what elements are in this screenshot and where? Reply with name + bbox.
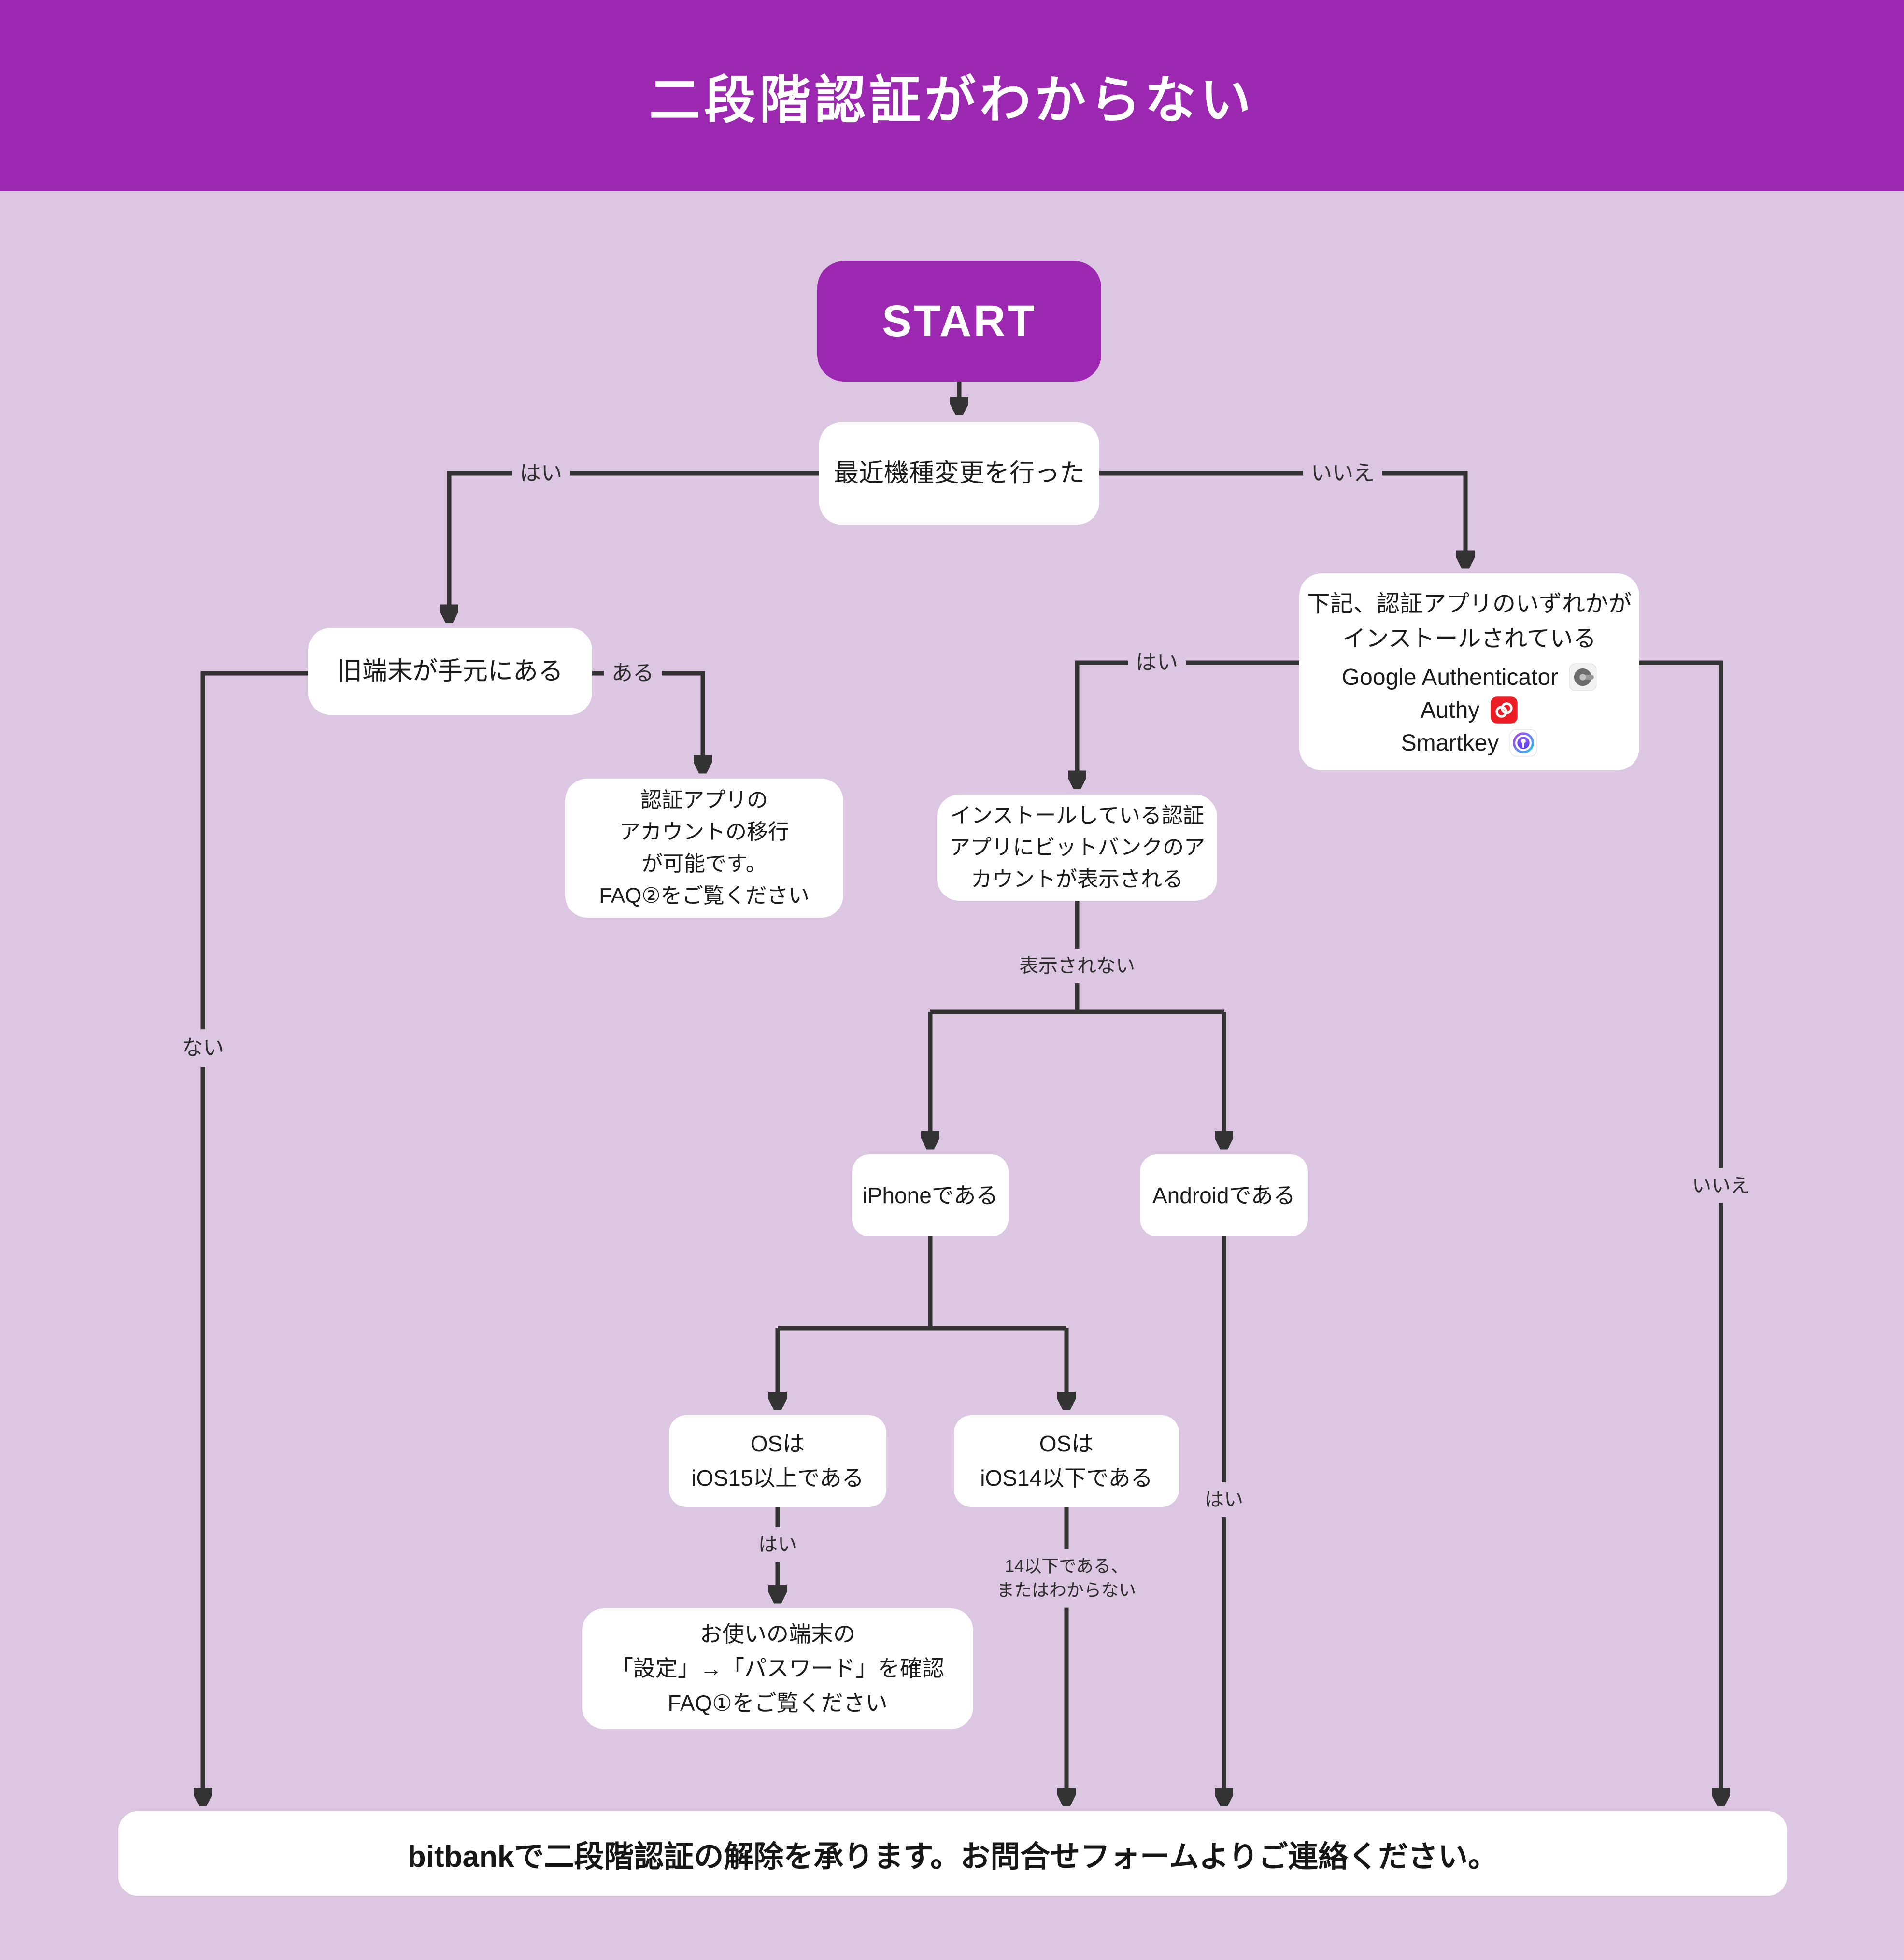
node-old-device-label: 旧端末が手元にある [337,657,563,685]
page-title: 二段階認証がわからない [649,71,1255,129]
node-faq2-text: 認証アプリの アカウントの移行 が可能です。 FAQ②をご覧ください [599,788,810,908]
node-account-displayed-text: インストールしている認証 アプリにビットバンクのア カウントが表示される [949,804,1206,891]
start-node: START [817,261,1101,382]
app-row-google-authenticator: Google Authenticator [1342,663,1597,691]
node-ios15-or-later: OSは iOS15以上である [669,1415,886,1507]
edge-device-change-yes [449,471,819,619]
app-name-smartkey: Smartkey [1401,730,1499,756]
edge-label-yes-2: はい [1128,644,1186,682]
edge-label-no-1: いいえ [1303,454,1382,492]
node-ios14-text: OSは iOS14以下である [980,1431,1153,1491]
node-is-android: Androidである [1140,1154,1308,1236]
edge-label-yes-1: はい [512,454,570,492]
auth-app-list: Google Authenticator Authy Smartkey [1342,663,1597,757]
node-is-iphone: iPhoneである [852,1154,1009,1236]
edge-label-no-2: いいえ [1684,1168,1758,1203]
edge-label-not-displayed: 表示されない [1011,949,1143,983]
edge-label-aru: ある [604,654,662,692]
node-account-displayed: インストールしている認証 アプリにビットバンクのア カウントが表示される [937,795,1217,901]
node-auth-app-installed-text: 下記、認証アプリのいずれかが インストールされている [1307,591,1632,652]
edge-authapps-yes [1077,660,1299,785]
authy-icon [1491,696,1518,724]
footer-result-text: bitbankで二段階認証の解除を承ります。お問合せフォームよりご連絡ください。 [407,1840,1498,1874]
node-old-device-on-hand: 旧端末が手元にある [308,628,592,715]
node-faq1-check-settings: お使いの端末の 「設定」→「パスワード」を確認 FAQ①をご覧ください [582,1608,973,1729]
node-ios14-or-earlier: OSは iOS14以下である [954,1415,1179,1507]
edge-device-change-no [1099,471,1465,565]
edge-label-yes-4: はい [1197,1482,1251,1517]
footer-result-bar: bitbankで二段階認証の解除を承ります。お問合せフォームよりご連絡ください。 [118,1811,1787,1896]
app-name-authy: Authy [1420,697,1480,723]
app-row-smartkey: Smartkey [1342,729,1597,757]
node-recent-device-change-label: 最近機種変更を行った [833,459,1085,487]
node-ios15-text: OSは iOS15以上である [691,1431,864,1491]
edge-authapps-no [1639,660,1721,1803]
start-label: START [882,297,1037,346]
edge-old-device-nai [203,671,308,1803]
edge-label-yes-3: はい [751,1527,805,1562]
app-name-google-authenticator: Google Authenticator [1341,664,1559,690]
node-is-iphone-label: iPhoneである [862,1182,998,1208]
google-authenticator-icon [1569,663,1597,691]
header-band: 二段階認証がわからない [0,0,1904,191]
edge-label-ios14-or-unknown: 14以下である、 またはわからない [992,1549,1141,1608]
node-is-android-label: Androidである [1152,1182,1296,1208]
smartkey-icon [1509,729,1537,757]
app-row-authy: Authy [1342,696,1597,724]
node-faq2-migration: 認証アプリの アカウントの移行 が可能です。 FAQ②をご覧ください [565,779,843,918]
node-auth-app-installed: 下記、認証アプリのいずれかが インストールされている Google Authen… [1299,573,1639,770]
node-recent-device-change: 最近機種変更を行った [819,422,1099,525]
edge-label-nai: ない [174,1029,232,1067]
node-faq1-text: お使いの端末の 「設定」→「パスワード」を確認 FAQ①をご覧ください [611,1621,944,1716]
